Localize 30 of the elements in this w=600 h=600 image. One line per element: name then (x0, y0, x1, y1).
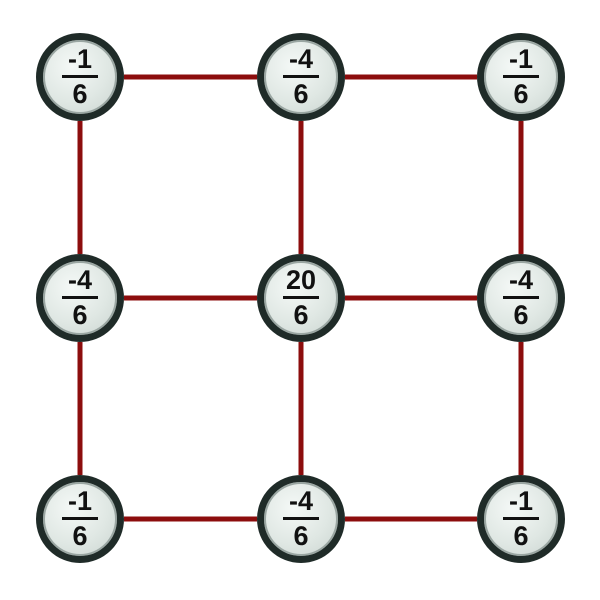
numerator: -4 (288, 46, 313, 73)
connector-line (345, 296, 477, 300)
denominator: 6 (513, 523, 529, 550)
denominator: 6 (72, 523, 88, 550)
numerator: -4 (288, 488, 313, 515)
numerator: -1 (68, 488, 92, 515)
connector-line (298, 342, 304, 475)
connector-line (345, 516, 477, 522)
denominator: 6 (293, 302, 309, 329)
denominator: 6 (513, 302, 529, 329)
numerator: 20 (286, 267, 316, 294)
connector-line (78, 342, 82, 475)
connector-line (78, 121, 82, 254)
numerator: -1 (508, 46, 533, 73)
connector-line (345, 74, 477, 80)
numerator: -1 (508, 488, 533, 515)
denominator: 6 (72, 302, 88, 329)
denominator: 6 (72, 81, 88, 108)
connector-line (124, 296, 257, 300)
denominator: 6 (513, 81, 529, 108)
connector-line (298, 121, 304, 254)
denominator: 6 (293, 81, 309, 108)
connector-line (518, 342, 524, 475)
denominator: 6 (293, 523, 309, 550)
numerator: -4 (68, 267, 92, 294)
connector-line (124, 74, 257, 80)
numerator: -4 (508, 267, 533, 294)
connector-line (124, 516, 257, 522)
connector-line (518, 121, 524, 254)
numerator: -1 (68, 46, 92, 73)
